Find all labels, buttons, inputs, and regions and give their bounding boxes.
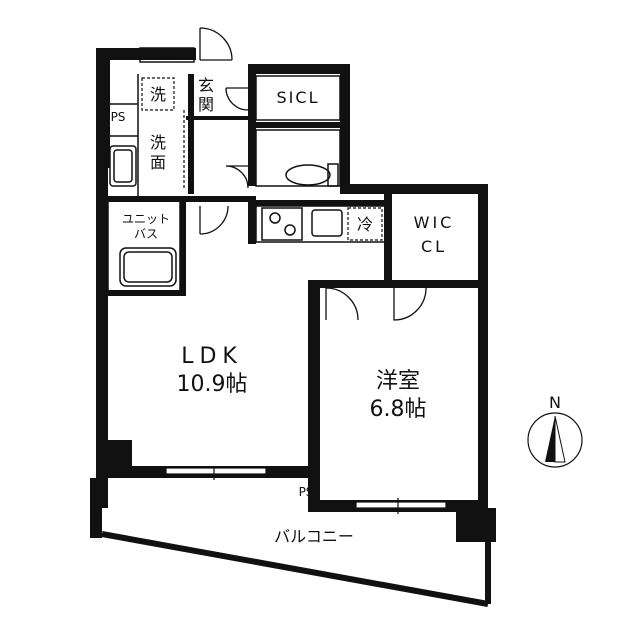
label-ps-top: PS: [111, 110, 126, 124]
label-unit-1: ユニット: [122, 212, 170, 226]
label-unit-2: バス: [134, 227, 158, 241]
partition-lines: [107, 47, 387, 293]
compass-icon: [527, 412, 583, 468]
doors: [199, 27, 427, 321]
label-yoshitsu: 洋室: [376, 369, 420, 394]
label-wic-1: WIC: [414, 213, 455, 232]
washbasin-icon: [109, 145, 137, 187]
door-ldk-entry: [199, 205, 229, 235]
fixtures: [109, 145, 343, 287]
compass-north-label: N: [549, 393, 561, 412]
interior-walls: [108, 64, 488, 296]
label-senmen-1: 洗: [150, 133, 166, 152]
windows: [165, 466, 447, 514]
label-senmen-2: 面: [150, 153, 166, 172]
dashed-spaces: [141, 77, 383, 241]
label-sen: 洗: [150, 85, 166, 104]
label-ps-bottom: PS: [299, 485, 314, 499]
sink-icon: [311, 209, 343, 237]
label-wic-2: CL: [421, 237, 447, 256]
stove-icon: [261, 207, 303, 241]
bathtub-icon: [119, 247, 177, 287]
label-balcony: バルコニー: [274, 527, 354, 546]
balcony-outline: [90, 478, 491, 607]
label-mb: MB: [158, 49, 177, 63]
label-rei: 冷: [357, 215, 373, 234]
label-ldk: LDK: [181, 344, 243, 369]
label-genkan-1: 玄: [198, 76, 214, 95]
toilet-icon: [285, 163, 339, 187]
label-genkan-2: 関: [198, 95, 214, 114]
label-yoshitsu-size: 6.8帖: [370, 397, 427, 422]
label-sicl: SICL: [277, 88, 320, 107]
label-ldk-size: 10.9帖: [177, 372, 248, 397]
